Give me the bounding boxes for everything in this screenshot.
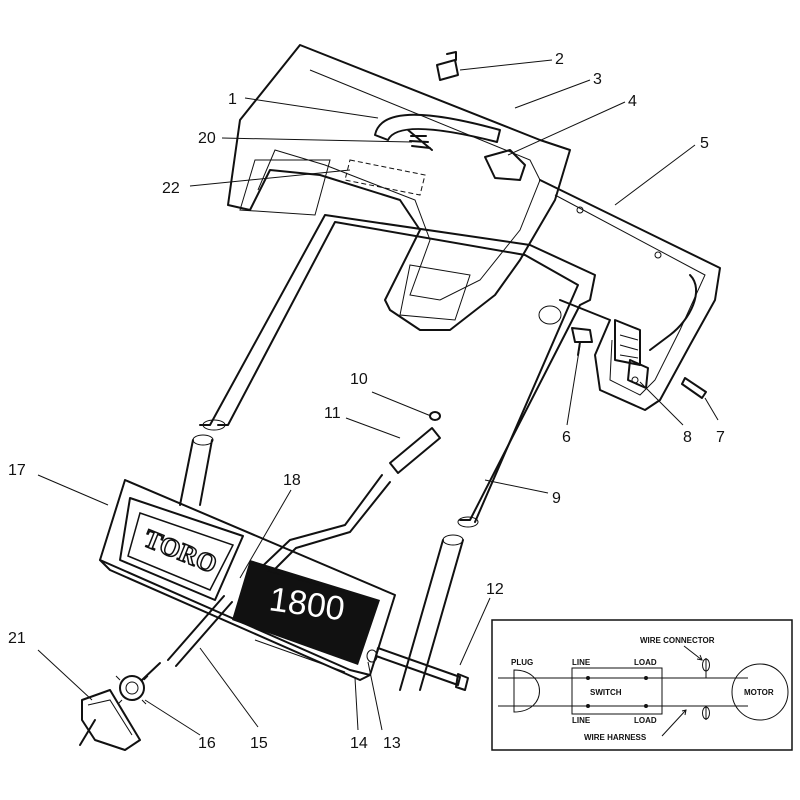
handle-bail-part-1 [374, 113, 501, 143]
label-wire-connector: WIRE CONNECTOR [640, 636, 715, 645]
callout-13: 13 [383, 735, 401, 752]
callout-4: 4 [628, 93, 637, 110]
callout-6: 6 [562, 429, 571, 446]
callout-1: 1 [228, 91, 237, 108]
washer-part-10 [429, 411, 441, 421]
leader-lines [37, 59, 719, 736]
label-switch: SWITCH [590, 688, 622, 697]
callout-8: 8 [683, 429, 692, 446]
handle-top-housing [227, 44, 571, 331]
clip-part-21 [79, 689, 141, 751]
gear-part-16 [115, 662, 161, 705]
spacer-part-11 [389, 427, 441, 474]
callout-5: 5 [700, 135, 709, 152]
callout-9: 9 [552, 490, 561, 507]
wire-connector-top [702, 658, 710, 678]
callout-15: 15 [250, 735, 268, 752]
switch-symbol [571, 667, 663, 715]
callout-14: 14 [350, 735, 368, 752]
label-wire-harness: WIRE HARNESS [584, 733, 647, 742]
callout-20: 20 [198, 130, 216, 147]
callout-17: 17 [8, 462, 26, 479]
plug-symbol [513, 669, 540, 713]
callout-2: 2 [555, 51, 564, 68]
switch-box-cover [539, 179, 721, 411]
callout-labels: 1 2 3 4 5 20 22 10 11 6 8 7 17 18 9 12 2… [8, 51, 725, 752]
callout-22: 22 [162, 180, 180, 197]
callout-21: 21 [8, 630, 26, 647]
screw-part-6 [571, 327, 593, 356]
knob-part-2 [436, 51, 459, 81]
wire-connector-bottom [702, 706, 710, 720]
bolt-part-12 [366, 647, 469, 691]
callout-10: 10 [350, 371, 368, 388]
label-load-top: LOAD [634, 658, 657, 667]
wiring-schematic: PLUG LINE LOAD SWITCH LINE LOAD WIRE CON… [491, 619, 793, 751]
spring-part-20 [407, 129, 433, 151]
wiring-schematic-frame [491, 619, 793, 751]
screw-part-7 [681, 377, 707, 399]
callout-18: 18 [283, 472, 301, 489]
callout-16: 16 [198, 735, 216, 752]
label-motor: MOTOR [744, 688, 774, 697]
upper-handle-tube [199, 214, 596, 528]
motor-symbol [731, 663, 789, 721]
callout-3: 3 [593, 71, 602, 88]
lower-panel: TORO 1800 [99, 479, 396, 681]
label-line-bottom: LINE [572, 716, 591, 725]
callout-7: 7 [716, 429, 725, 446]
label-load-bottom: LOAD [634, 716, 657, 725]
label-plug: PLUG [511, 658, 533, 667]
callout-12: 12 [486, 581, 504, 598]
latch-part-4 [484, 149, 526, 181]
label-line-top: LINE [572, 658, 591, 667]
callout-11: 11 [324, 405, 341, 422]
